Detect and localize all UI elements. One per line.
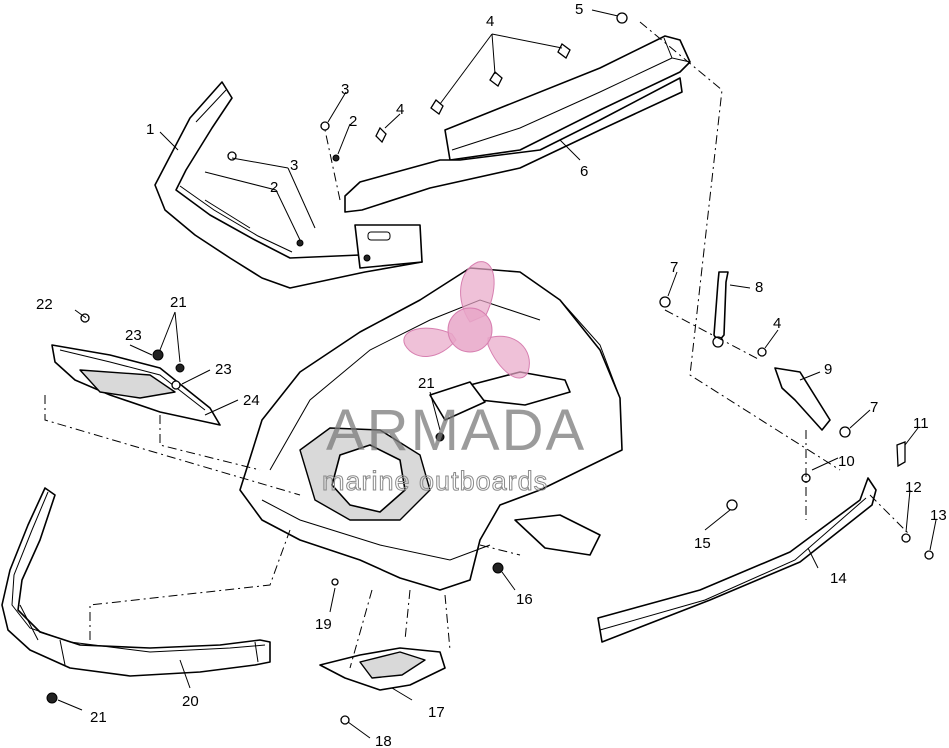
rivet-4d bbox=[375, 126, 387, 144]
part-24-shield-plate bbox=[51, 344, 221, 426]
screw-19 bbox=[331, 578, 339, 586]
callout-23: 23 bbox=[125, 327, 142, 344]
callout-17: 17 bbox=[428, 704, 445, 721]
watermark-brand: ARMADA bbox=[326, 398, 586, 463]
callout-6: 6 bbox=[580, 163, 588, 180]
latch-11 bbox=[896, 441, 906, 468]
callout-9: 9 bbox=[824, 361, 832, 378]
screw-18 bbox=[340, 715, 350, 725]
callout-4: 4 bbox=[396, 101, 404, 118]
washer-2a bbox=[332, 154, 340, 162]
callout-11: 11 bbox=[913, 415, 929, 432]
callout-14: 14 bbox=[830, 570, 847, 587]
callout-5: 5 bbox=[575, 1, 583, 18]
bolt-3a bbox=[320, 121, 330, 131]
watermark-tagline: marine outboards bbox=[322, 466, 548, 496]
rivet-4e bbox=[757, 347, 767, 357]
washer-23a bbox=[152, 349, 164, 361]
callout-4: 4 bbox=[773, 315, 781, 332]
washer-2b bbox=[296, 239, 304, 247]
callout-21: 21 bbox=[90, 709, 107, 726]
callout-1: 1 bbox=[146, 121, 154, 138]
callout-23: 23 bbox=[215, 361, 232, 378]
armada-watermark: ARMADA marine outboards bbox=[322, 261, 586, 497]
leader-lines bbox=[57, 9, 937, 739]
callout-labels: 1 2 2 3 3 4 4 4 5 6 7 7 8 9 10 11 12 13 … bbox=[36, 1, 947, 748]
callout-15: 15 bbox=[694, 535, 711, 552]
callout-8: 8 bbox=[755, 279, 763, 296]
clip-7b bbox=[839, 426, 851, 438]
nut-21a bbox=[175, 363, 185, 373]
callout-20: 20 bbox=[182, 693, 199, 710]
callout-22: 22 bbox=[36, 296, 53, 313]
callout-2: 2 bbox=[349, 113, 357, 130]
rivet-4a bbox=[557, 43, 571, 59]
callout-10: 10 bbox=[838, 453, 855, 470]
nut-21b bbox=[435, 432, 445, 442]
part-20-front-bumper bbox=[1, 487, 271, 677]
part-17-skid-plate bbox=[319, 647, 446, 691]
callout-13: 13 bbox=[930, 507, 947, 524]
part-14-rear-bumper-bar bbox=[597, 477, 877, 643]
callout-12: 12 bbox=[905, 479, 922, 496]
screw-12 bbox=[901, 533, 911, 543]
washer-23b bbox=[171, 380, 181, 390]
callout-19: 19 bbox=[315, 616, 332, 633]
cap-13 bbox=[924, 550, 934, 560]
grommet-15 bbox=[726, 499, 738, 511]
nut-21c bbox=[46, 692, 58, 704]
part-6-upper-crossbar bbox=[344, 35, 691, 213]
propeller-logo-icon bbox=[403, 261, 530, 379]
callout-7: 7 bbox=[870, 399, 878, 416]
callout-16: 16 bbox=[516, 591, 533, 608]
clip-7a bbox=[659, 296, 671, 308]
part-1-side-brace bbox=[154, 81, 423, 289]
callout-7: 7 bbox=[670, 259, 678, 276]
callout-4: 4 bbox=[486, 13, 494, 30]
callout-18: 18 bbox=[375, 733, 392, 748]
callout-21: 21 bbox=[170, 294, 187, 311]
callout-21: 21 bbox=[418, 375, 435, 392]
callout-2: 2 bbox=[270, 179, 278, 196]
callout-24: 24 bbox=[243, 392, 260, 409]
hardware-fasteners bbox=[46, 12, 934, 725]
assembly-lines bbox=[44, 21, 911, 669]
nut-16 bbox=[492, 562, 504, 574]
nut-5 bbox=[616, 12, 628, 24]
callout-3: 3 bbox=[290, 157, 298, 174]
part-8-strut bbox=[712, 271, 729, 348]
rivet-4b bbox=[489, 71, 503, 87]
part-9-bracket bbox=[774, 367, 831, 431]
callout-3: 3 bbox=[341, 81, 349, 98]
